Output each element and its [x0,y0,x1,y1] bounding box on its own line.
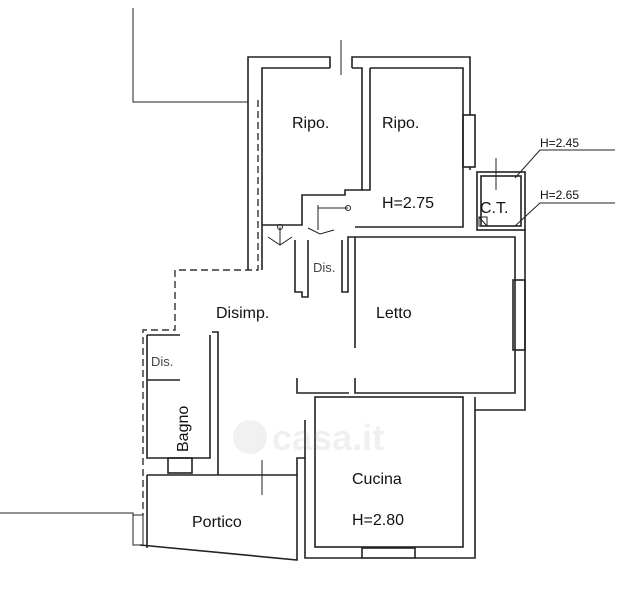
svg-text:casa.it: casa.it [272,417,384,458]
room-height-cucina: H=2.80 [352,512,404,529]
room-label-disimpegno: Disimp. [216,305,269,322]
walls-ripo [247,40,476,270]
room-label-dis-lower: Dis. [151,354,173,369]
room-height-ripo: H=2.75 [382,195,434,212]
room-label-ripo-right: Ripo. [382,115,419,132]
room-label-cucina: Cucina [352,471,402,488]
room-label-portico: Portico [192,514,242,531]
walls-bagno [146,331,219,475]
room-label-ripo-left: Ripo. [292,115,329,132]
room-label-dis-upper: Dis. [313,260,335,275]
room-label-letto: Letto [376,305,412,322]
walls-cucina [304,396,476,559]
walls-ct [476,149,615,231]
room-label-bagno: Bagno [175,406,192,452]
site-boundary [0,8,259,545]
ct-height-top: H=2.45 [540,136,579,150]
walls-letto [294,230,526,411]
ct-height-bottom: H=2.65 [540,188,579,202]
watermark-logo: casa.it [233,417,384,458]
room-label-ct: C.T. [480,200,508,217]
walls-portico [132,457,305,561]
